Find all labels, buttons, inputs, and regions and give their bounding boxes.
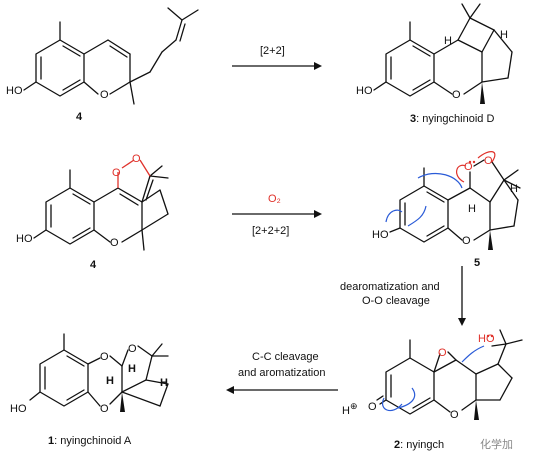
ring-oxygen-label: O xyxy=(110,237,119,249)
ring-oxygen-label: O xyxy=(100,351,109,363)
peroxide-oxygen-1: O xyxy=(464,161,473,173)
peroxide-oxygen-2: O xyxy=(484,155,493,167)
hydrogen-label: H xyxy=(468,203,476,215)
hydroxyl-label: HO xyxy=(6,85,23,97)
arrow-cc-cleavage: C-C cleavage and aromatization xyxy=(226,351,338,394)
ketone-oxygen-label: O xyxy=(368,401,377,413)
arrow-condition-4b: and aromatization xyxy=(238,367,325,379)
ring-oxygen-label: O xyxy=(100,403,109,415)
compound-label-4-top: 4 xyxy=(76,111,83,123)
hydrogen-label: H xyxy=(160,377,168,389)
compound-label-1: 1: nyingchinoid A xyxy=(48,435,132,447)
hydrogen-label: H xyxy=(510,183,518,195)
compound-2: O HO O O H⊕ 2: nyingch xyxy=(342,329,523,451)
arrow-condition-3b: O-O cleavage xyxy=(362,295,430,307)
compound-label-4-middle: 4 xyxy=(90,259,97,271)
ring-oxygen-label: O xyxy=(462,235,471,247)
arrow-condition-oxygen: O₂ xyxy=(268,193,281,205)
compound-label-2: 2: nyingch xyxy=(394,439,444,451)
hydrogen-label: H xyxy=(500,29,508,41)
ring-oxygen-label: O xyxy=(100,89,109,101)
hydrogen-label: H xyxy=(128,363,136,375)
hydroxyl-label: HO xyxy=(356,85,373,97)
hydroxyl-label: HO xyxy=(10,403,27,415)
arrow-condition-3a: dearomatization and xyxy=(340,281,440,293)
hydroxyl-oxygen-label: HO xyxy=(478,333,495,345)
hydroxyl-label: HO xyxy=(372,229,389,241)
arrow-condition-4a: C-C cleavage xyxy=(252,351,319,363)
epoxide-oxygen-label: O xyxy=(438,347,447,359)
ring-oxygen-label: O xyxy=(128,343,137,355)
compound-1: O O O H H H HO 1: nyingchinoid A xyxy=(10,333,169,447)
hydroxyl-label: HO xyxy=(16,233,33,245)
compound-5: O O H H HO O 5 xyxy=(372,151,521,269)
peroxide-oxygen-2: O xyxy=(132,153,141,165)
ring-oxygen-label: O xyxy=(452,89,461,101)
arrow-condition-1: [2+2] xyxy=(260,45,285,57)
compound-label-3: 3: nyingchinoid D xyxy=(410,113,494,125)
proton-label: H⊕ xyxy=(342,401,358,417)
hydrogen-label: H xyxy=(444,35,452,47)
arrow-dearomatization: dearomatization and O-O cleavage xyxy=(340,266,466,326)
compound-3: HO O H H 3: nyingchinoid D xyxy=(356,3,513,125)
arrow-oxygen-2plus2plus2: O₂ [2+2+2] xyxy=(232,193,322,237)
compound-label-5: 5 xyxy=(474,257,480,269)
arrow-2plus2: [2+2] xyxy=(232,45,322,70)
arrow-condition-2: [2+2+2] xyxy=(252,225,289,237)
compound-4-middle: O O HO O 4 xyxy=(16,153,169,271)
ring-oxygen-label: O xyxy=(450,409,459,421)
compound-4-top: HO O 4 xyxy=(6,7,199,123)
peroxide-oxygen-1: O xyxy=(112,167,121,179)
watermark: 化学加 xyxy=(480,437,513,451)
hydrogen-label: H xyxy=(106,375,114,387)
